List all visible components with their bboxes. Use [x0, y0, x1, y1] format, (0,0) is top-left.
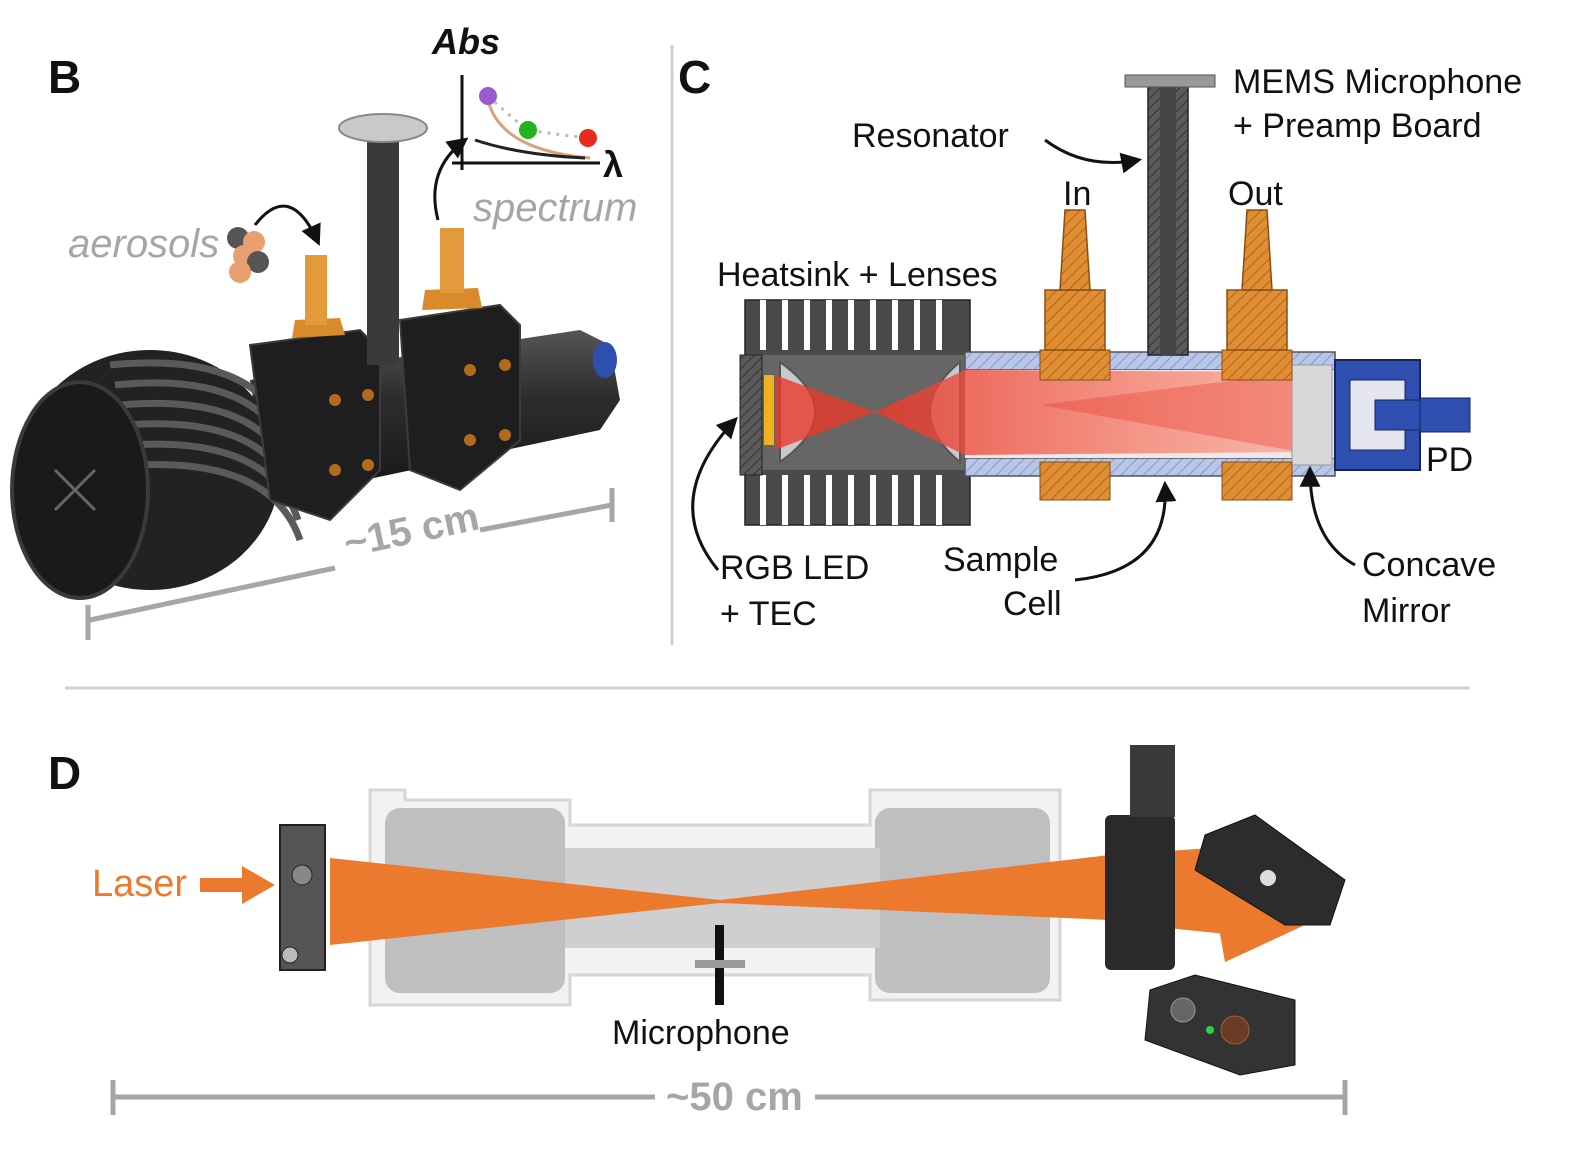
concave-mirror-label-line1: Concave	[1362, 546, 1497, 584]
panel-b-letter: B	[48, 51, 82, 103]
mirror-arrow	[1299, 465, 1356, 567]
dimension-15cm	[85, 488, 615, 640]
spectrum-label: spectrum	[473, 186, 638, 230]
microphone-label: Microphone	[612, 1014, 790, 1052]
resonator-label: Resonator	[852, 117, 1009, 155]
panel-c-crosssection	[739, 74, 1471, 526]
dot-purple	[479, 87, 497, 105]
laser-label: Laser	[92, 863, 188, 905]
aerosol-particles	[227, 227, 269, 283]
dimension-50cm	[110, 1080, 1348, 1115]
dimension-50cm-label: ~50 cm	[666, 1075, 803, 1119]
in-label: In	[1063, 175, 1092, 213]
rgb-arrow	[691, 416, 738, 571]
panel-d-letter: D	[48, 747, 82, 799]
panel-d-setup	[279, 745, 1346, 1076]
resonator-arrow	[1044, 138, 1143, 174]
aerosols-label: aerosols	[68, 222, 220, 266]
panel-c-letter: C	[678, 51, 712, 103]
mems-label-line1: MEMS Microphone	[1233, 63, 1523, 101]
abs-label: Abs	[432, 21, 501, 62]
out-label: Out	[1228, 175, 1283, 213]
dot-green	[519, 121, 537, 139]
spectrum-inset	[452, 75, 600, 170]
aerosol-arrow	[253, 204, 321, 246]
panel-b-device	[10, 113, 620, 600]
mems-label-line2: + Preamp Board	[1233, 107, 1482, 145]
dot-red	[579, 129, 597, 147]
sample-arrow	[1074, 480, 1177, 582]
lambda-label: λ	[603, 144, 624, 185]
rgb-led-label-line1: RGB LED	[720, 549, 870, 587]
rgb-led-label-line2: + TEC	[720, 595, 817, 633]
pd-label: PD	[1426, 441, 1474, 479]
heatsink-label: Heatsink + Lenses	[717, 256, 998, 294]
sample-cell-label-line1: Sample	[943, 541, 1059, 579]
sample-cell-label-line2: Cell	[1003, 585, 1062, 623]
spectrum-arrow	[433, 137, 469, 221]
concave-mirror-label-line2: Mirror	[1362, 592, 1451, 630]
laser-arrow	[200, 866, 275, 904]
